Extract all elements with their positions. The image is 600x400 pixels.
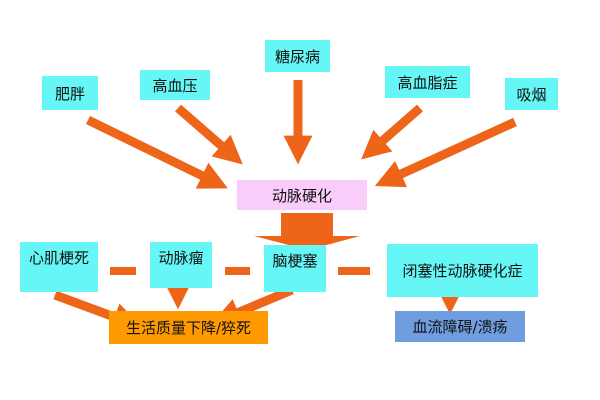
comp-aso: 闭塞性动脉硬化症 — [387, 244, 538, 297]
arrow-hypertension — [175, 104, 243, 165]
arrow-hyperlipidemia — [361, 104, 423, 160]
arrow-smoking — [374, 117, 517, 188]
dash-2 — [225, 267, 250, 275]
outcome-blood-flow: 血流障碍/溃疡 — [395, 311, 525, 342]
comp-cerebral-infarction: 脑梗塞 — [264, 245, 326, 292]
comp-myocardial-infarction: 心肌梗死 — [20, 242, 98, 292]
dash-3 — [338, 267, 370, 275]
cause-hypertension: 高血压 — [140, 70, 210, 100]
cause-diabetes: 糖尿病 — [265, 40, 330, 72]
comp-aneurysm: 动脉瘤 — [150, 242, 212, 288]
cause-hyperlipidemia: 高血脂症 — [385, 66, 470, 98]
cause-obesity: 肥胖 — [42, 76, 98, 110]
big-down-arrow — [254, 213, 360, 250]
cause-smoking: 吸烟 — [505, 78, 558, 110]
center-atherosclerosis: 动脉硬化 — [237, 180, 367, 210]
dash-1 — [110, 267, 136, 275]
arrow-obesity — [86, 115, 228, 189]
outcome-quality-of-life: 生活质量下降/猝死 — [109, 311, 268, 344]
